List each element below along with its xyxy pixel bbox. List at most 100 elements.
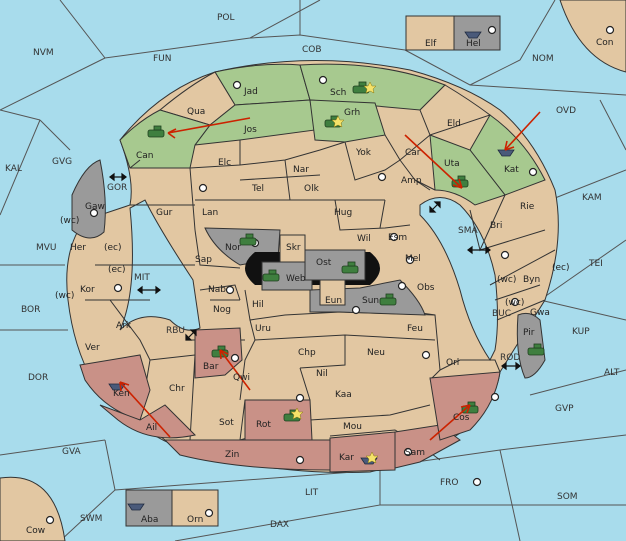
label-ark: Ark: [116, 321, 132, 331]
label-con: Con: [596, 38, 614, 48]
label-kaa: Kaa: [335, 390, 352, 400]
label-alt: ALT: [604, 368, 620, 378]
label-feu: Feu: [407, 324, 423, 334]
region-grh[interactable]: [309, 99, 386, 143]
label-gwa: Gwa: [530, 308, 550, 318]
region-can[interactable]: [119, 109, 211, 169]
region-uta[interactable]: [429, 134, 506, 206]
label-hug: Hug: [334, 208, 352, 218]
label-aba: Aba: [141, 515, 158, 525]
label-kat: Kat: [504, 165, 519, 175]
label-cos: Cos: [453, 413, 470, 423]
label-nor: Nor: [225, 243, 241, 253]
label-coast-ec2: (ec): [108, 265, 126, 275]
region-pir[interactable]: [516, 312, 546, 379]
label-eun: Eun: [325, 296, 342, 306]
label-qwi: Qwi: [233, 373, 250, 383]
label-nom: NOM: [532, 54, 554, 64]
label-tel: Tel: [251, 184, 264, 194]
label-sma: SMA: [458, 226, 478, 236]
label-elc: Elc: [218, 158, 231, 168]
label-gaw: Gaw: [85, 202, 105, 212]
label-zin: Zin: [225, 450, 239, 460]
label-lan: Lan: [202, 208, 218, 218]
label-eld: Eld: [447, 119, 461, 129]
label-byn: Byn: [523, 275, 540, 285]
label-gvg: GVG: [52, 157, 72, 167]
label-bor: BOR: [21, 305, 40, 315]
label-kup: KUP: [572, 327, 590, 337]
label-olk: Olk: [304, 184, 320, 194]
label-elf: Elf: [425, 39, 437, 49]
label-hil: Hil: [252, 300, 264, 310]
label-coast-wc1: (wc): [60, 216, 79, 226]
label-bri: Bri: [490, 221, 502, 231]
label-fun: FUN: [153, 54, 172, 64]
land-borders: [85, 134, 556, 461]
canal-arrows: [109, 172, 521, 371]
label-nab: Nab: [208, 285, 226, 295]
label-coast-wc4: (wc): [505, 298, 524, 308]
label-ver: Ver: [85, 343, 100, 353]
label-jos: Jos: [243, 125, 257, 135]
label-pol: POL: [217, 13, 235, 23]
label-skr: Skr: [286, 243, 301, 253]
label-neu: Neu: [367, 348, 385, 358]
region-labels: POL NVM FUN COB NOM Con OVD KAL GVG GOR …: [5, 13, 620, 536]
label-som: SOM: [557, 492, 578, 502]
label-rot: Rot: [256, 420, 271, 430]
label-ost: Ost: [316, 258, 332, 268]
label-coast-ec1: (ec): [104, 243, 122, 253]
label-mou: Mou: [343, 422, 362, 432]
label-car: Car: [405, 148, 421, 158]
label-nil: Nil: [316, 369, 328, 379]
region-eun[interactable]: [319, 279, 346, 306]
label-yok: Yok: [355, 148, 372, 158]
label-grh: Grh: [344, 108, 360, 118]
label-kam: KAM: [582, 193, 602, 203]
region-qua[interactable]: [158, 71, 236, 126]
label-amp: Amp: [401, 176, 422, 186]
label-uta: Uta: [444, 159, 460, 169]
region-gaw[interactable]: [71, 159, 106, 239]
label-mit: MIT: [134, 273, 150, 283]
label-sch: Sch: [330, 88, 346, 98]
label-web: Web: [286, 274, 306, 284]
label-dor: DOR: [28, 373, 48, 383]
label-gvp: GVP: [555, 404, 574, 414]
region-ail[interactable]: [99, 404, 196, 439]
region-ost[interactable]: [304, 249, 366, 281]
label-coast-ec3: (ec): [552, 263, 570, 273]
label-chr: Chr: [169, 384, 185, 394]
label-can: Can: [136, 151, 154, 161]
label-cob: COB: [302, 45, 322, 55]
star-icon: [290, 81, 379, 464]
region-elf[interactable]: [405, 15, 455, 51]
label-rbu: RBU: [166, 326, 185, 336]
region-orn[interactable]: [171, 489, 219, 527]
label-tei: TEI: [588, 259, 603, 269]
region-sun[interactable]: [309, 279, 426, 316]
label-orl: Orl: [446, 358, 459, 368]
label-mel: Mel: [405, 254, 421, 264]
label-gur: Gur: [156, 208, 173, 218]
region-eld[interactable]: [419, 84, 492, 136]
label-sap: Sap: [195, 255, 212, 265]
label-rod: ROD: [500, 353, 520, 363]
label-coast-wc2: (wc): [55, 291, 74, 301]
label-buc: BUC: [492, 309, 511, 319]
label-esm: Esm: [388, 233, 407, 243]
label-dax: DAX: [270, 520, 289, 530]
inner-sea-east: [419, 197, 498, 361]
label-kar: Kar: [339, 453, 354, 463]
label-bar: Bar: [203, 362, 219, 372]
label-swm: SWM: [80, 514, 102, 524]
label-her: Her: [70, 243, 86, 253]
label-sot: Sot: [219, 418, 234, 428]
label-ken: Ken: [113, 389, 130, 399]
label-obs: Obs: [417, 283, 435, 293]
label-cow: Cow: [26, 526, 45, 536]
region-kar[interactable]: [329, 431, 396, 473]
label-ovd: OVD: [556, 106, 576, 116]
